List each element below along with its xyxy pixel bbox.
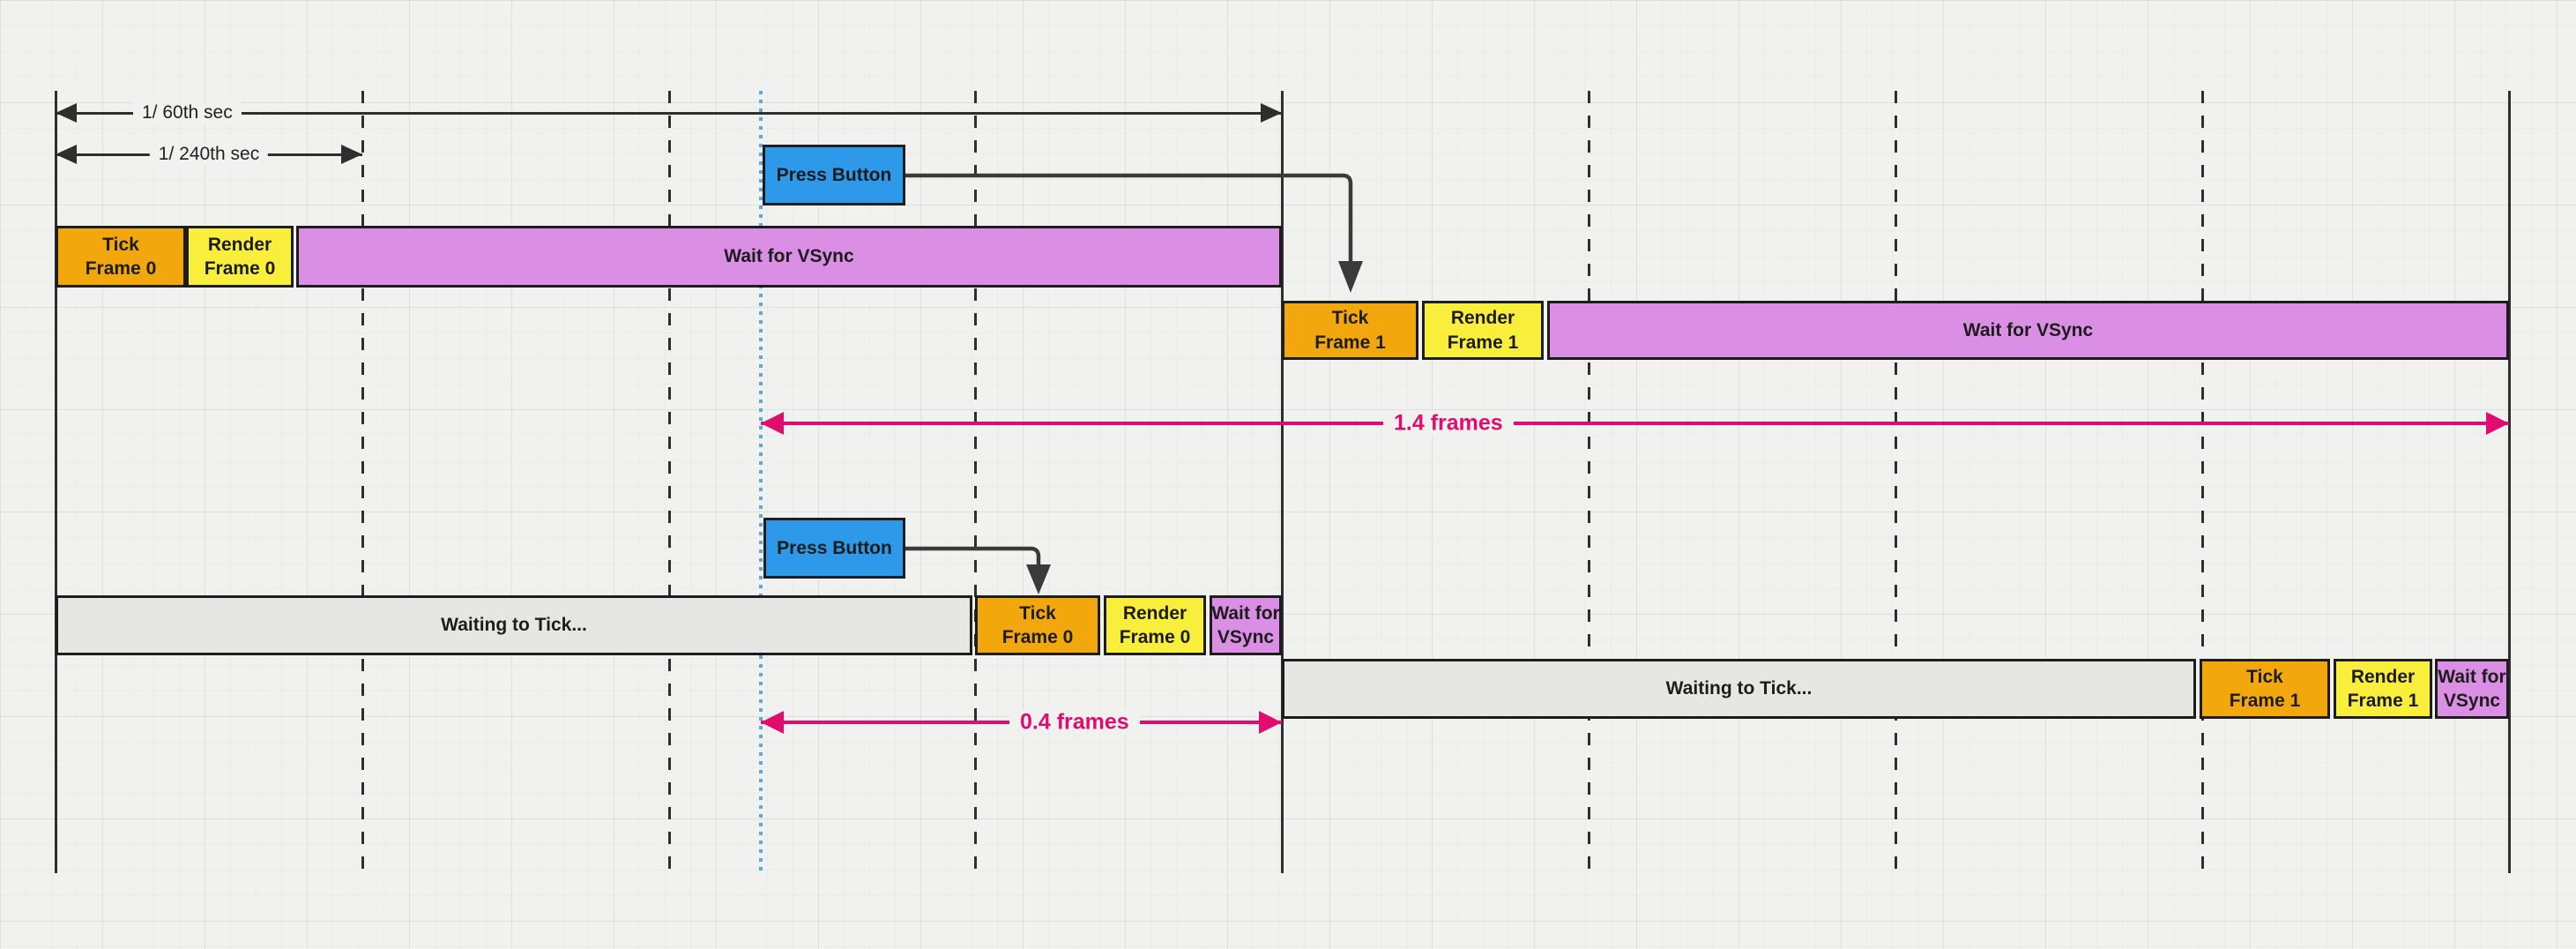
render-frame0-late-box: Render Frame 0: [1104, 595, 1206, 655]
arrowhead-down-icon: [1338, 261, 1363, 293]
tick-frame1-late-box: Tick Frame 1: [2200, 659, 2330, 719]
press-button-label: Press Button: [777, 537, 892, 558]
arrowhead-right-icon: [1259, 711, 1282, 734]
waiting-to-tick-frame0-box: Waiting to Tick...: [56, 595, 972, 655]
wait-vsync-frame0-late-box: Wait for VSync: [1210, 595, 1282, 655]
render-frame0-box: Render Frame 0: [186, 226, 294, 288]
quarter-frame-line: [1895, 91, 1897, 873]
press-to-tick-arrow-bottom: [905, 546, 1051, 594]
latency-arrow-1-4-frames: 1.4 frames: [761, 410, 2509, 437]
arrowhead-right-icon: [341, 145, 362, 164]
press-to-tick-arrow-top: [905, 173, 1363, 293]
quarter-frame-line: [361, 91, 364, 873]
latency-label-0-4: 0.4 frames: [1009, 709, 1140, 736]
button-press-moment-line: [759, 91, 763, 873]
press-button-shape-top: Press Button: [763, 145, 905, 205]
vsync-boundary-line-end: [2508, 91, 2511, 873]
dimension-arrow-240th-sec: 1/ 240th sec: [56, 142, 362, 167]
arrowhead-down-icon: [1026, 564, 1051, 594]
arrowhead-left-icon: [761, 412, 784, 435]
dimension-arrow-60th-sec: 1/ 60th sec: [56, 101, 1282, 125]
latency-arrow-0-4-frames: 0.4 frames: [761, 709, 1282, 736]
vsync-boundary-line-mid: [1281, 91, 1284, 873]
arrowhead-left-icon: [761, 711, 784, 734]
arrowhead-right-icon: [1261, 103, 1282, 123]
tick-frame1-box: Tick Frame 1: [1282, 301, 1418, 360]
quarter-frame-line: [668, 91, 671, 873]
press-button-shape-bottom: Press Button: [763, 518, 905, 579]
wait-vsync-frame1-late-box: Wait for VSync: [2435, 659, 2509, 719]
dimension-line: [56, 111, 1282, 115]
wait-vsync-frame1-box: Wait for VSync: [1547, 301, 2509, 360]
quarter-frame-line: [2201, 91, 2204, 873]
render-frame1-box: Render Frame 1: [1422, 301, 1544, 360]
dimension-label-60th: 1/ 60th sec: [133, 102, 242, 123]
tick-frame0-box: Tick Frame 0: [56, 226, 186, 288]
dimension-label-240th: 1/ 240th sec: [149, 144, 269, 165]
latency-line: [761, 422, 2509, 425]
wait-vsync-frame0-box: Wait for VSync: [296, 226, 1282, 288]
quarter-frame-line: [974, 91, 977, 873]
arrowhead-left-icon: [56, 145, 77, 164]
press-button-label: Press Button: [776, 164, 892, 185]
quarter-frame-line: [1588, 91, 1590, 873]
vsync-boundary-line-start: [55, 91, 57, 873]
waiting-to-tick-frame1-box: Waiting to Tick...: [1282, 659, 2196, 719]
latency-label-1-4: 1.4 frames: [1383, 410, 1514, 437]
render-frame1-late-box: Render Frame 1: [2334, 659, 2432, 719]
tick-frame0-late-box: Tick Frame 0: [975, 595, 1100, 655]
arrowhead-left-icon: [56, 103, 77, 123]
arrowhead-right-icon: [2486, 412, 2509, 435]
